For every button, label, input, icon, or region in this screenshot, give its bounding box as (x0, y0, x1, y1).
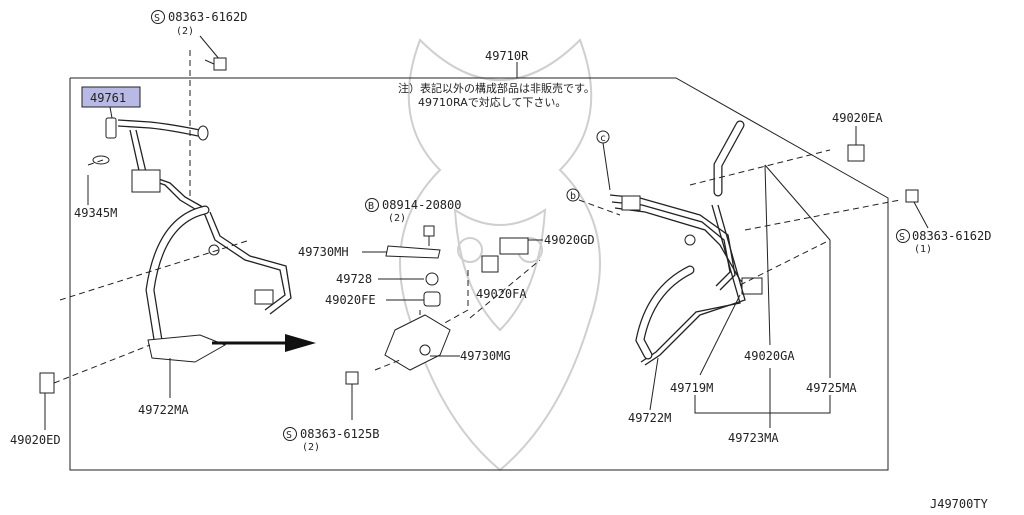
watermark-crest (399, 38, 601, 472)
part-49020ea-label[interactable]: 49020EA (832, 111, 883, 125)
hose-49722m (635, 265, 695, 360)
bolt-icon (345, 371, 359, 420)
part-49020fa-label[interactable]: 49020FA (476, 287, 527, 301)
clip-49020ea-icon (847, 144, 865, 162)
part-49722ma-label[interactable]: 49722MA (138, 403, 189, 417)
s-marker-icon (283, 427, 297, 441)
s-marker-icon (151, 10, 165, 24)
plate-icon (385, 245, 441, 259)
figure-id: J49700TY (930, 497, 989, 510)
svg-text:(1): (1) (914, 244, 932, 255)
direction-arrow (212, 334, 316, 352)
assembly-label: 49710R (485, 49, 529, 63)
sensor-icon (92, 117, 117, 165)
bolt-icon (204, 57, 227, 71)
part-49719m-label[interactable]: 49719M (670, 381, 713, 395)
part-49020ed-label[interactable]: 49020ED (10, 433, 61, 447)
part-49723ma-label[interactable]: 49723MA (728, 431, 779, 445)
b-marker-icon (365, 198, 379, 212)
part-49761-label[interactable]: 49761 (81, 86, 141, 119)
svg-text:S: S (154, 13, 160, 24)
part-49730mh-label[interactable]: 49730MH (298, 245, 349, 259)
bolt-top-left-number: 08363-6162D (168, 10, 247, 24)
svg-text:(2): (2) (302, 442, 320, 453)
svg-text:08914-20800: 08914-20800 (382, 198, 461, 212)
s-marker-icon (896, 229, 910, 243)
highlight-box (81, 86, 141, 108)
grommet-icon (423, 291, 441, 307)
bolt-top-left-callout[interactable]: S 08363-6162D (2) (151, 10, 248, 61)
svg-text:S: S (899, 232, 905, 243)
hose-upper-right (713, 120, 745, 197)
svg-text:B: B (368, 201, 374, 212)
part-49730mg-label[interactable]: 49730MG (460, 349, 511, 363)
svg-text:(2): (2) (388, 213, 406, 224)
svg-text:S: S (286, 430, 292, 441)
bracket-icon (147, 334, 227, 398)
svg-text:b: b (570, 191, 576, 202)
part-49722m-label[interactable]: 49722M (628, 411, 671, 425)
part-49020ga-label[interactable]: 49020GA (744, 349, 795, 363)
bolt-icon (905, 189, 929, 229)
part-49725ma-label[interactable]: 49725MA (806, 381, 857, 395)
marker-c-icon: c (596, 130, 611, 191)
bolt-icon (423, 225, 435, 246)
part-49345m-label[interactable]: 49345M (74, 206, 117, 220)
marker-b-icon: b (566, 188, 621, 216)
hose-49722ma (145, 205, 210, 345)
part-49728-label[interactable]: 49728 (336, 272, 372, 286)
svg-text:08363-6125B: 08363-6125B (300, 427, 379, 441)
right-tube-assembly (609, 194, 763, 366)
bolt-right-callout[interactable]: S 08363-6162D (1) (896, 229, 992, 255)
note-line-2: 49710RAで対応して下さい。 (418, 95, 566, 109)
svg-text:49761: 49761 (90, 91, 126, 105)
part-49020fe-label[interactable]: 49020FE (325, 293, 376, 307)
bolt-top-left-qty: (2) (176, 26, 194, 37)
washer-icon (425, 272, 439, 286)
part-49020gd-label[interactable]: 49020GD (544, 233, 595, 247)
assembly-frame (69, 62, 889, 471)
note-line-1: 注）表記以外の構成部品は非販売です。 (398, 81, 595, 95)
svg-text:c: c (600, 133, 606, 144)
svg-text:08363-6162D: 08363-6162D (912, 229, 991, 243)
left-tube-assembly (117, 119, 292, 315)
clip-49020ed-icon (39, 344, 151, 430)
bolt-08914-callout[interactable]: B 08914-20800 (2) (365, 198, 462, 224)
clip-49020gd-icon (481, 237, 529, 273)
bolt-bottom-callout[interactable]: S 08363-6125B (2) (283, 427, 380, 453)
